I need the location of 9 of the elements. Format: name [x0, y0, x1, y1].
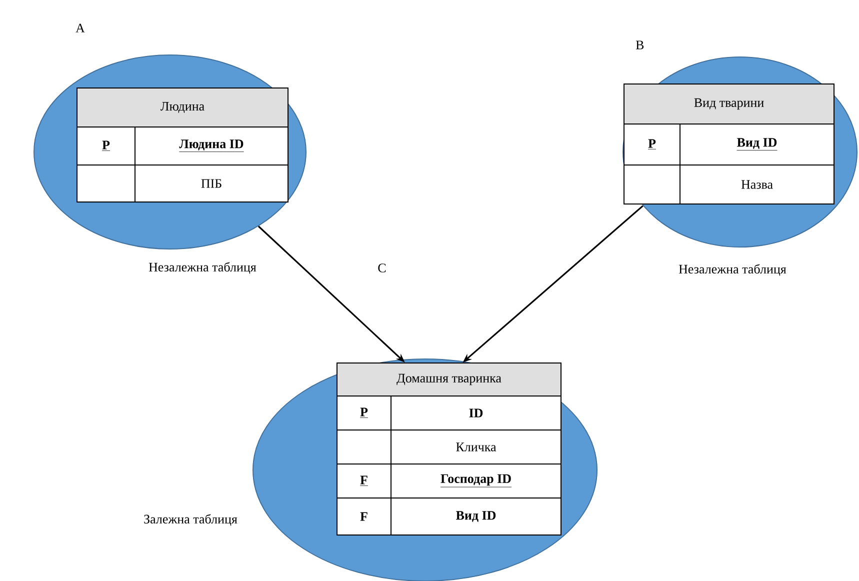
table: Вид тварини P Вид ID Назва — [624, 84, 834, 204]
label: C — [378, 264, 386, 272]
table: Домашня тваринка P ID Кличка F Господар ID F Вид ID — [336, 362, 562, 536]
table: Людина P Людина ID ПІБ — [76, 88, 288, 202]
node-label: Незалежна таблиця — [678, 264, 786, 276]
node-label: Залежна таблиця — [144, 514, 238, 526]
node-label: A — [76, 24, 85, 32]
node-label: B — [636, 40, 644, 50]
node-label: Незалежна таблиця — [148, 262, 256, 274]
